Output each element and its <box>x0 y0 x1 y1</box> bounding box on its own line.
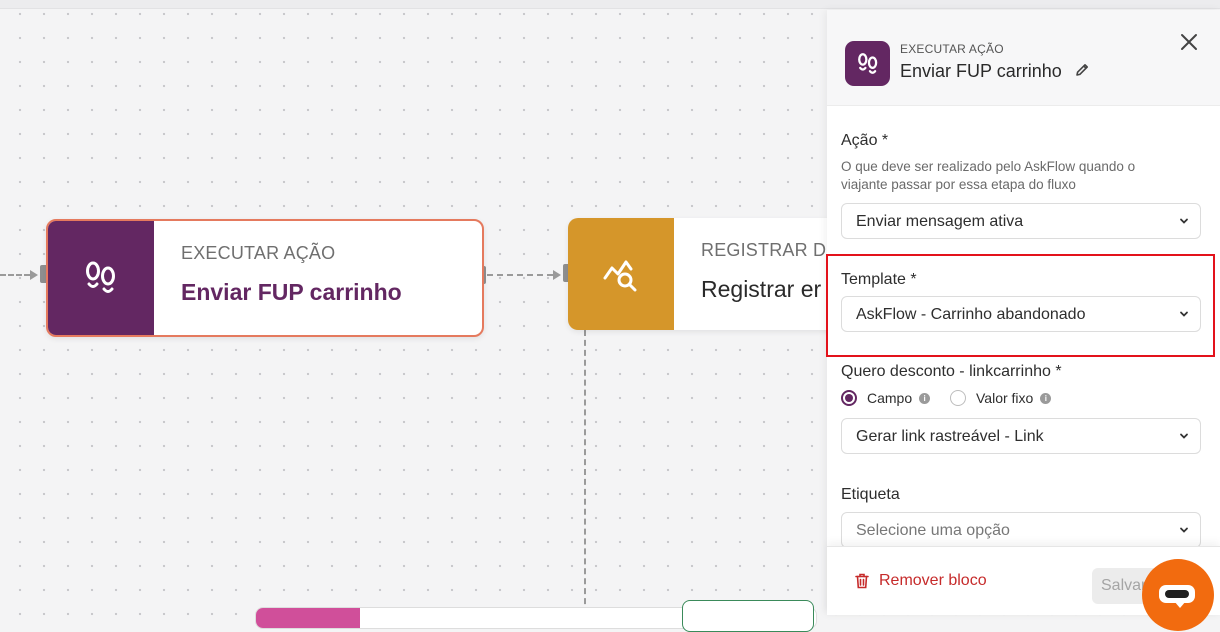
panel-title: Enviar FUP carrinho <box>900 61 1062 81</box>
acao-help-text: O que deve ser realizado pelo AskFlow qu… <box>841 159 1136 192</box>
etiqueta-select[interactable]: Selecione uma opção <box>841 512 1201 548</box>
chart-search-icon <box>568 218 674 330</box>
trash-icon <box>855 573 869 589</box>
footsteps-icon <box>48 221 154 335</box>
edge-down <box>584 330 586 614</box>
node-kicker: EXECUTAR AÇÃO <box>181 243 336 263</box>
chat-widget-button[interactable] <box>1142 559 1214 631</box>
top-bar <box>0 0 1220 9</box>
edge-connector <box>487 274 553 276</box>
acao-select[interactable]: Enviar mensagem ativa <box>841 203 1201 239</box>
node-kicker: REGISTRAR D <box>701 240 827 260</box>
flow-node-register[interactable]: REGISTRAR D Registrar er <box>568 218 868 330</box>
template-label: Template * <box>841 271 917 288</box>
node-title: Registrar er <box>701 276 822 302</box>
chevron-down-icon <box>1180 433 1188 439</box>
radio-valor-fixo-label: Valor fixo <box>976 390 1034 406</box>
desconto-select-value: Gerar link rastreável - Link <box>856 428 1044 445</box>
pencil-icon[interactable] <box>1074 62 1090 78</box>
remove-block-button[interactable]: Remover bloco <box>855 572 987 590</box>
node-color-stripe <box>256 608 360 628</box>
desconto-label: Quero desconto - linkcarrinho * <box>841 363 1062 380</box>
panel-kicker: EXECUTAR AÇÃO <box>900 42 1004 56</box>
chat-bubble-icon <box>1159 585 1195 603</box>
edge-arrow <box>553 270 561 280</box>
footsteps-icon <box>845 41 890 86</box>
close-icon[interactable] <box>1180 33 1198 51</box>
chevron-down-icon <box>1180 311 1188 317</box>
panel-header: EXECUTAR AÇÃO Enviar FUP carrinho <box>827 10 1220 106</box>
acao-select-value: Enviar mensagem ativa <box>856 213 1024 230</box>
info-icon[interactable]: i <box>919 392 931 404</box>
chevron-down-icon <box>1180 218 1188 224</box>
etiqueta-label: Etiqueta <box>841 486 900 503</box>
radio-unselected-indicator <box>950 390 966 406</box>
desconto-select[interactable]: Gerar link rastreável - Link <box>841 418 1201 454</box>
radio-valor-fixo[interactable]: Valor fixo i <box>950 390 1052 406</box>
properties-panel: EXECUTAR AÇÃO Enviar FUP carrinho Ação *… <box>827 10 1220 615</box>
node-input-handle[interactable] <box>40 265 50 283</box>
chevron-down-icon <box>1180 527 1188 533</box>
radio-campo[interactable]: Campo i <box>841 390 931 406</box>
template-select-value: AskFlow - Carrinho abandonado <box>856 306 1086 323</box>
remove-block-label: Remover bloco <box>879 572 987 589</box>
flow-node-partial[interactable] <box>682 600 814 632</box>
info-icon[interactable]: i <box>1040 392 1052 404</box>
acao-label: Ação * <box>841 132 889 149</box>
etiqueta-placeholder: Selecione uma opção <box>856 522 1010 539</box>
template-select[interactable]: AskFlow - Carrinho abandonado <box>841 296 1201 332</box>
node-title: Enviar FUP carrinho <box>181 279 402 305</box>
save-button-label: Salvar <box>1101 577 1147 594</box>
edge-incoming <box>0 274 30 276</box>
edge-arrow <box>30 270 38 280</box>
flow-node-action[interactable]: EXECUTAR AÇÃO Enviar FUP carrinho <box>46 219 484 337</box>
radio-campo-label: Campo <box>867 390 913 406</box>
radio-selected-indicator <box>841 390 857 406</box>
